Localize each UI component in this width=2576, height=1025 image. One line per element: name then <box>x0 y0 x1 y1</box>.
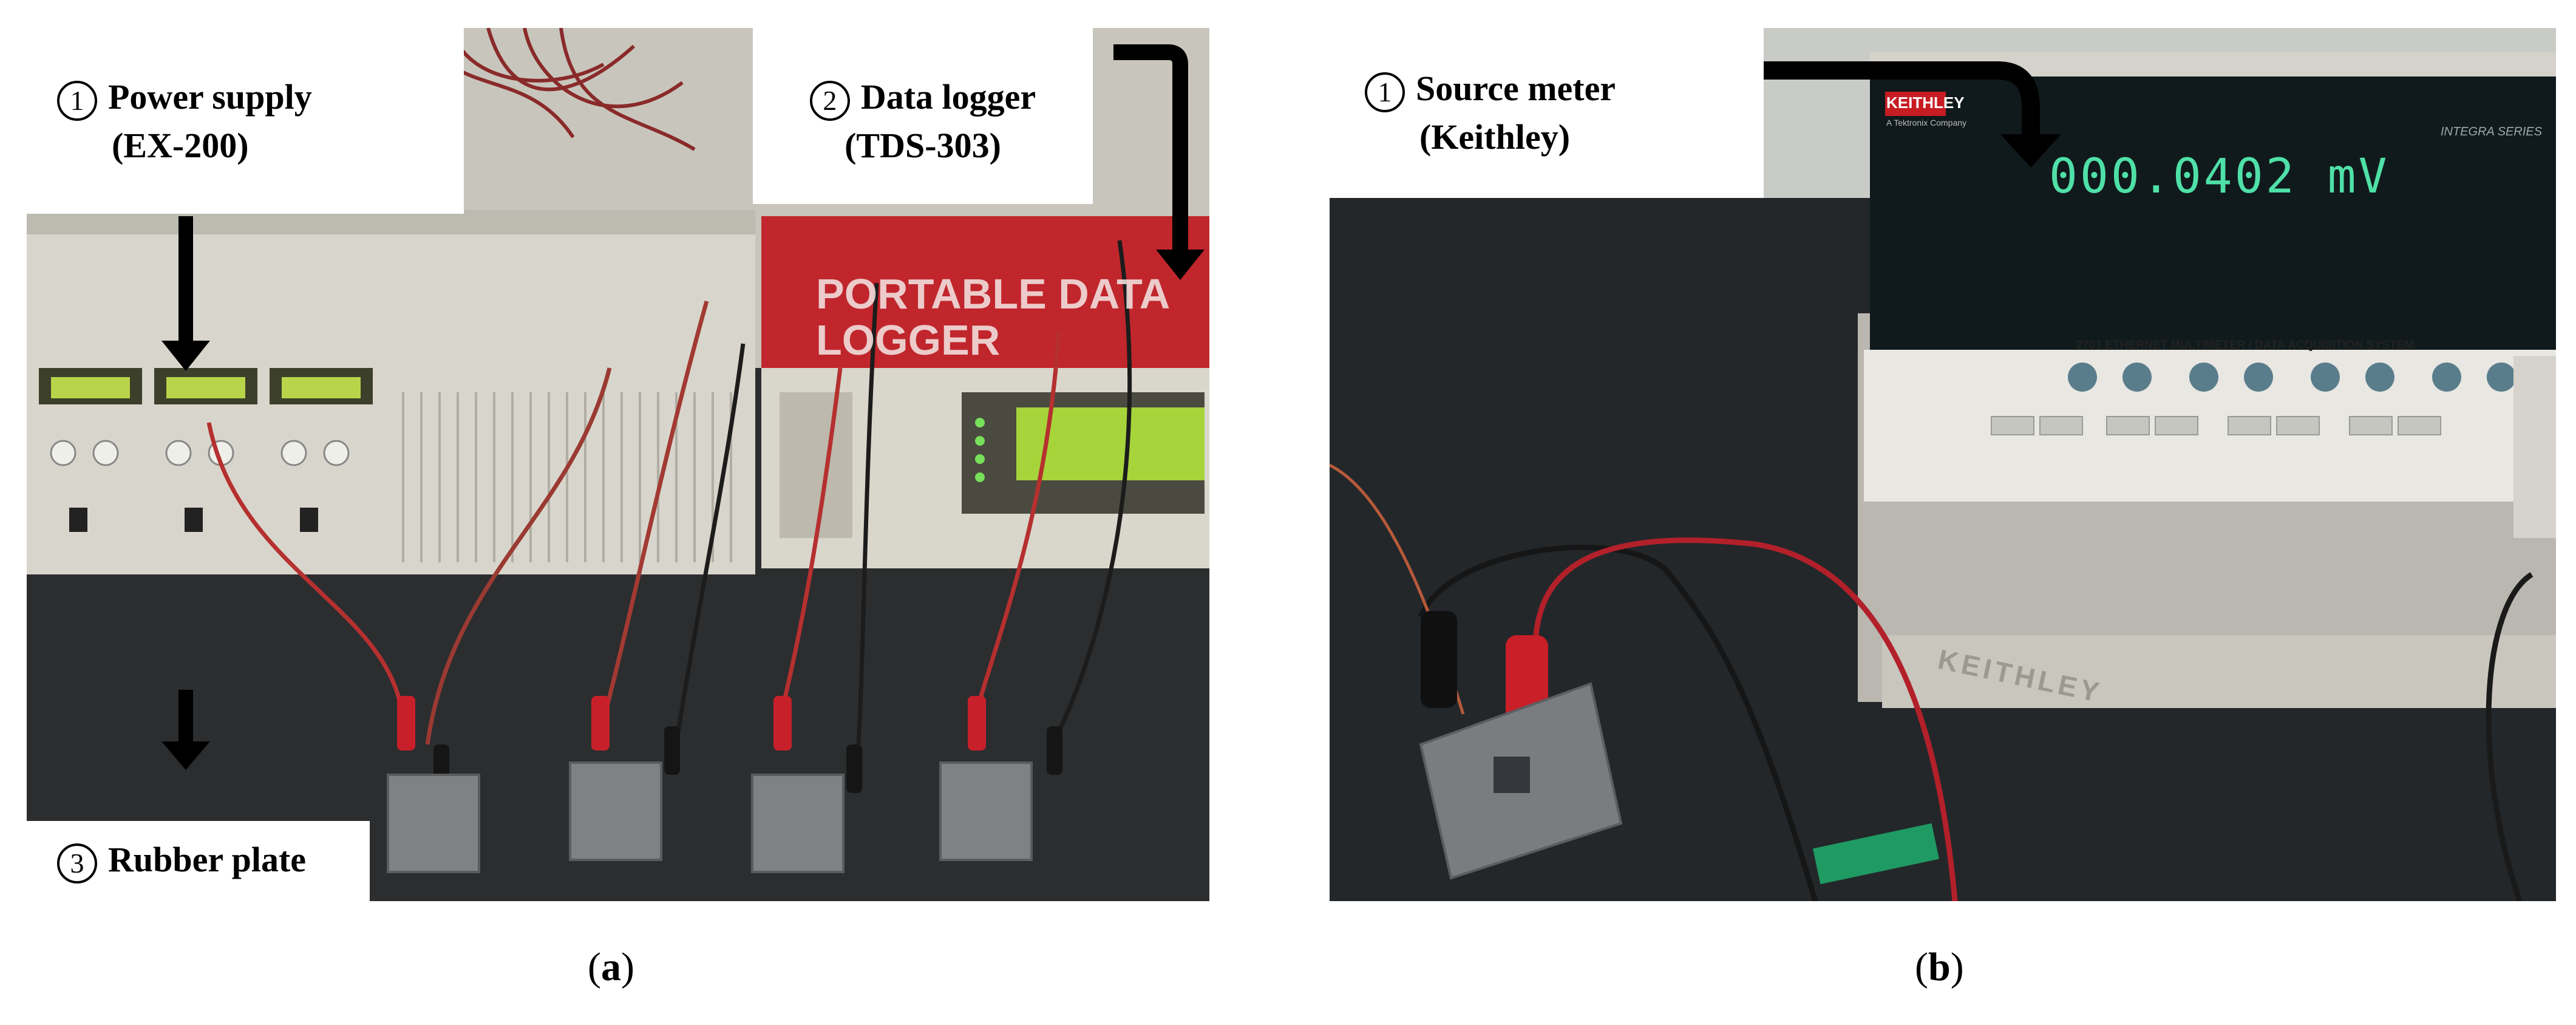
logger-brand-text: PORTABLE DATA LOGGER <box>816 270 1169 364</box>
ps-display-3 <box>282 377 361 398</box>
meter-model-line: 2701 ETHERNET MULTIMETER / DATA ACQUISIT… <box>2076 339 2414 352</box>
label-rubber-plate: 3 Rubber plate <box>27 821 370 901</box>
label-power-supply: 1 Power supply (EX-200) <box>27 28 464 214</box>
label-number-3: 3 <box>57 843 97 884</box>
meter-brand: KEITHLEY <box>1886 94 1965 112</box>
meter-series: INTEGRA SERIES <box>2441 125 2543 138</box>
green-tape <box>1812 823 1940 885</box>
photo-a-scene <box>27 28 1209 901</box>
label-text: Power supply <box>108 77 312 117</box>
caption-paren: ( <box>588 945 601 989</box>
caption-paren: ) <box>1950 945 1964 989</box>
label-subtext: (EX-200) <box>112 126 249 165</box>
photo-a: PORTABLE DATA LOGGER 1 Power supply (EX-2… <box>27 28 1209 901</box>
label-source-meter: 1 Source meter (Keithley) <box>1330 28 1764 198</box>
caption-letter: a <box>600 945 621 989</box>
label-number-1: 1 <box>57 80 97 121</box>
ps-display-1 <box>51 377 130 398</box>
data-logger-unit <box>761 216 1209 568</box>
caption-paren: ( <box>1915 945 1928 989</box>
power-supply-unit <box>27 210 755 574</box>
label-subtext: (TDS-303) <box>845 126 1001 165</box>
sample-plates <box>387 696 1062 873</box>
meter-brand-sub: A Tektronix Company <box>1886 118 1967 128</box>
label-subtext: (Keithley) <box>1419 117 1571 157</box>
keithley-meter <box>1858 52 2556 708</box>
ps-display-2 <box>166 377 245 398</box>
label-text: Source meter <box>1416 69 1616 108</box>
caption-a: (a) <box>588 944 634 990</box>
photo-b: KEITHLEY A Tektronix Company INTEGRA SER… <box>1330 28 2556 901</box>
label-number-2: 2 <box>809 80 850 121</box>
sample-plate-b <box>1419 611 1623 880</box>
label-number-1: 1 <box>1365 72 1405 112</box>
label-text: Data logger <box>860 77 1036 117</box>
label-text: Rubber plate <box>108 840 307 879</box>
meter-reading: 000.0402 mV <box>2049 149 2390 204</box>
caption-letter: b <box>1928 945 1951 989</box>
caption-paren: ) <box>620 945 634 989</box>
caption-b: (b) <box>1915 944 1964 990</box>
